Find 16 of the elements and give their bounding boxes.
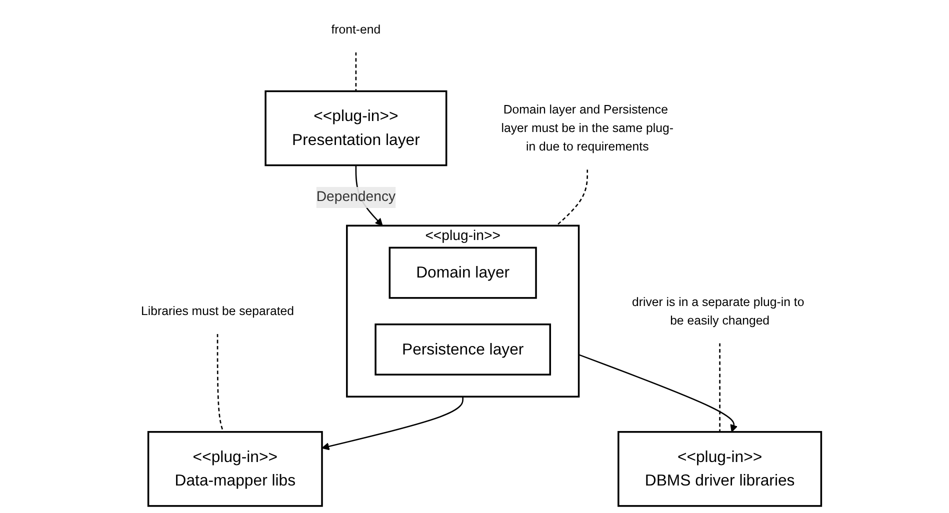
connector bbox=[556, 169, 588, 226]
node-box: Persistence layer bbox=[374, 323, 552, 376]
node-text: front-end bbox=[331, 22, 381, 36]
edge-label: Dependency bbox=[316, 190, 396, 204]
connector bbox=[216, 334, 224, 432]
node-text: Libraries must be separated bbox=[141, 304, 294, 318]
connector bbox=[355, 52, 357, 92]
node-box: <<plug-in>> Presentation layer bbox=[264, 90, 448, 166]
node-text: driver is in a separate plug-in to be easily changed bbox=[632, 294, 804, 328]
connector bbox=[719, 342, 720, 432]
arrow bbox=[322, 396, 464, 450]
node-box: <<plug-in>> Data-mapper libs bbox=[147, 431, 323, 507]
node-box: <<plug-in>> DBMS driver libraries bbox=[618, 431, 822, 507]
arrow bbox=[578, 354, 738, 432]
node-text: Domain layer and Persistence layer must be in the same plug-in due to requirements bbox=[501, 102, 674, 154]
node-box: Domain layer bbox=[388, 246, 537, 299]
